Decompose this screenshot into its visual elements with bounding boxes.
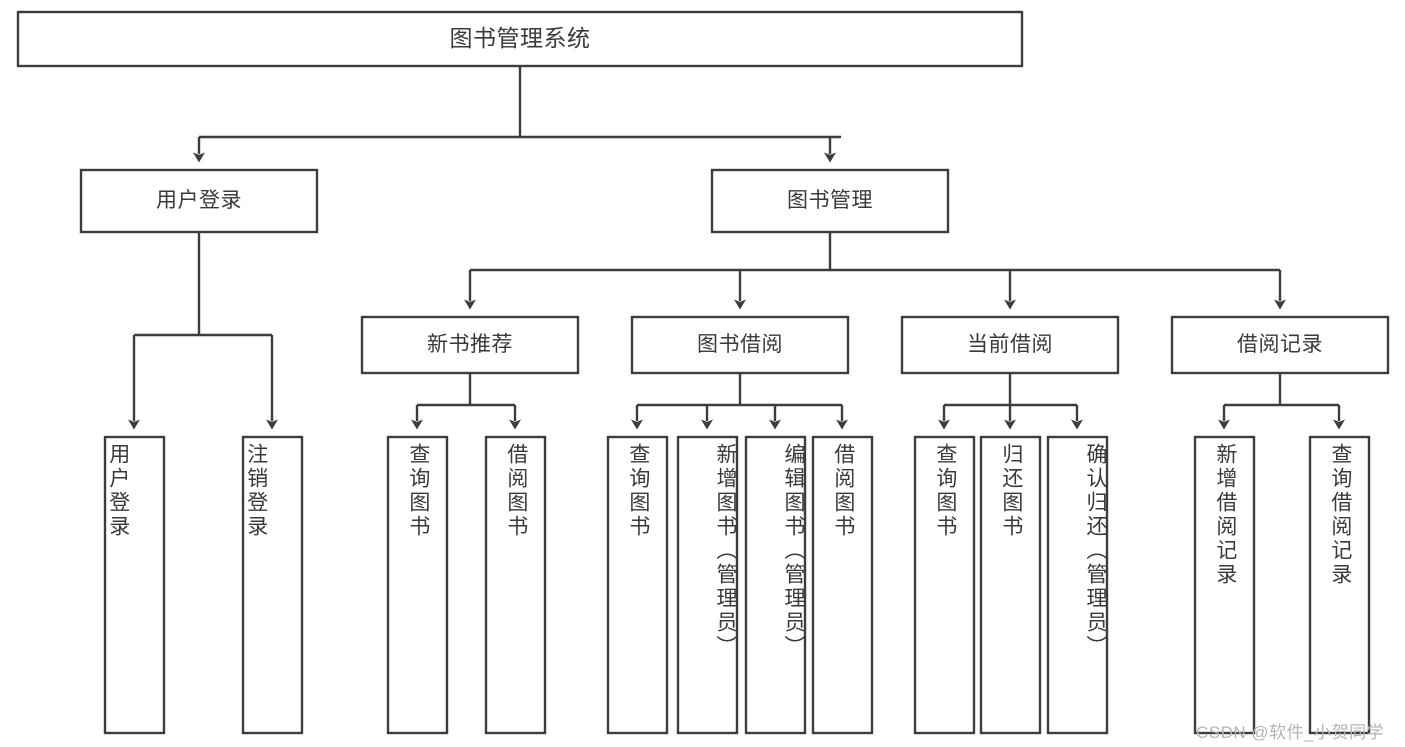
leaf-rect-cur-return-book[interactable] — [979, 435, 1042, 735]
node-rect-book-borrow[interactable] — [630, 315, 850, 375]
leaf-rect-user-login[interactable] — [103, 435, 166, 735]
leaf-rect-rec-query-book[interactable] — [386, 435, 449, 735]
leaf-rect-borrow-add-book[interactable] — [676, 435, 739, 735]
node-rect-current-borrow[interactable] — [900, 315, 1120, 375]
leaf-rect-rec-borrow-book[interactable] — [484, 435, 547, 735]
leaf-rect-rec-add-record[interactable] — [1193, 435, 1256, 735]
leaf-rect-borrow-query-book[interactable] — [606, 435, 669, 735]
leaf-rect-borrow-borrow-book[interactable] — [811, 435, 874, 735]
leaf-rect-borrow-edit-book[interactable] — [744, 435, 807, 735]
csdn-watermark: CSDN @软件_小贺同学 — [1196, 723, 1385, 742]
leaf-rect-cur-query-book[interactable] — [913, 435, 976, 735]
leaf-rect-user-logout[interactable] — [241, 435, 304, 735]
node-rect-user-login[interactable] — [79, 168, 319, 234]
leaf-rect-rec-query-record[interactable] — [1308, 435, 1371, 735]
node-rect-root[interactable] — [16, 10, 1024, 68]
connector-lines — [128, 66, 1345, 430]
node-rect-book-manage[interactable] — [710, 168, 950, 234]
leaf-rect-cur-confirm-return[interactable] — [1046, 435, 1109, 735]
node-rect-new-book-rec[interactable] — [360, 315, 580, 375]
node-rectangles — [16, 10, 1390, 735]
node-rect-borrow-record[interactable] — [1170, 315, 1390, 375]
